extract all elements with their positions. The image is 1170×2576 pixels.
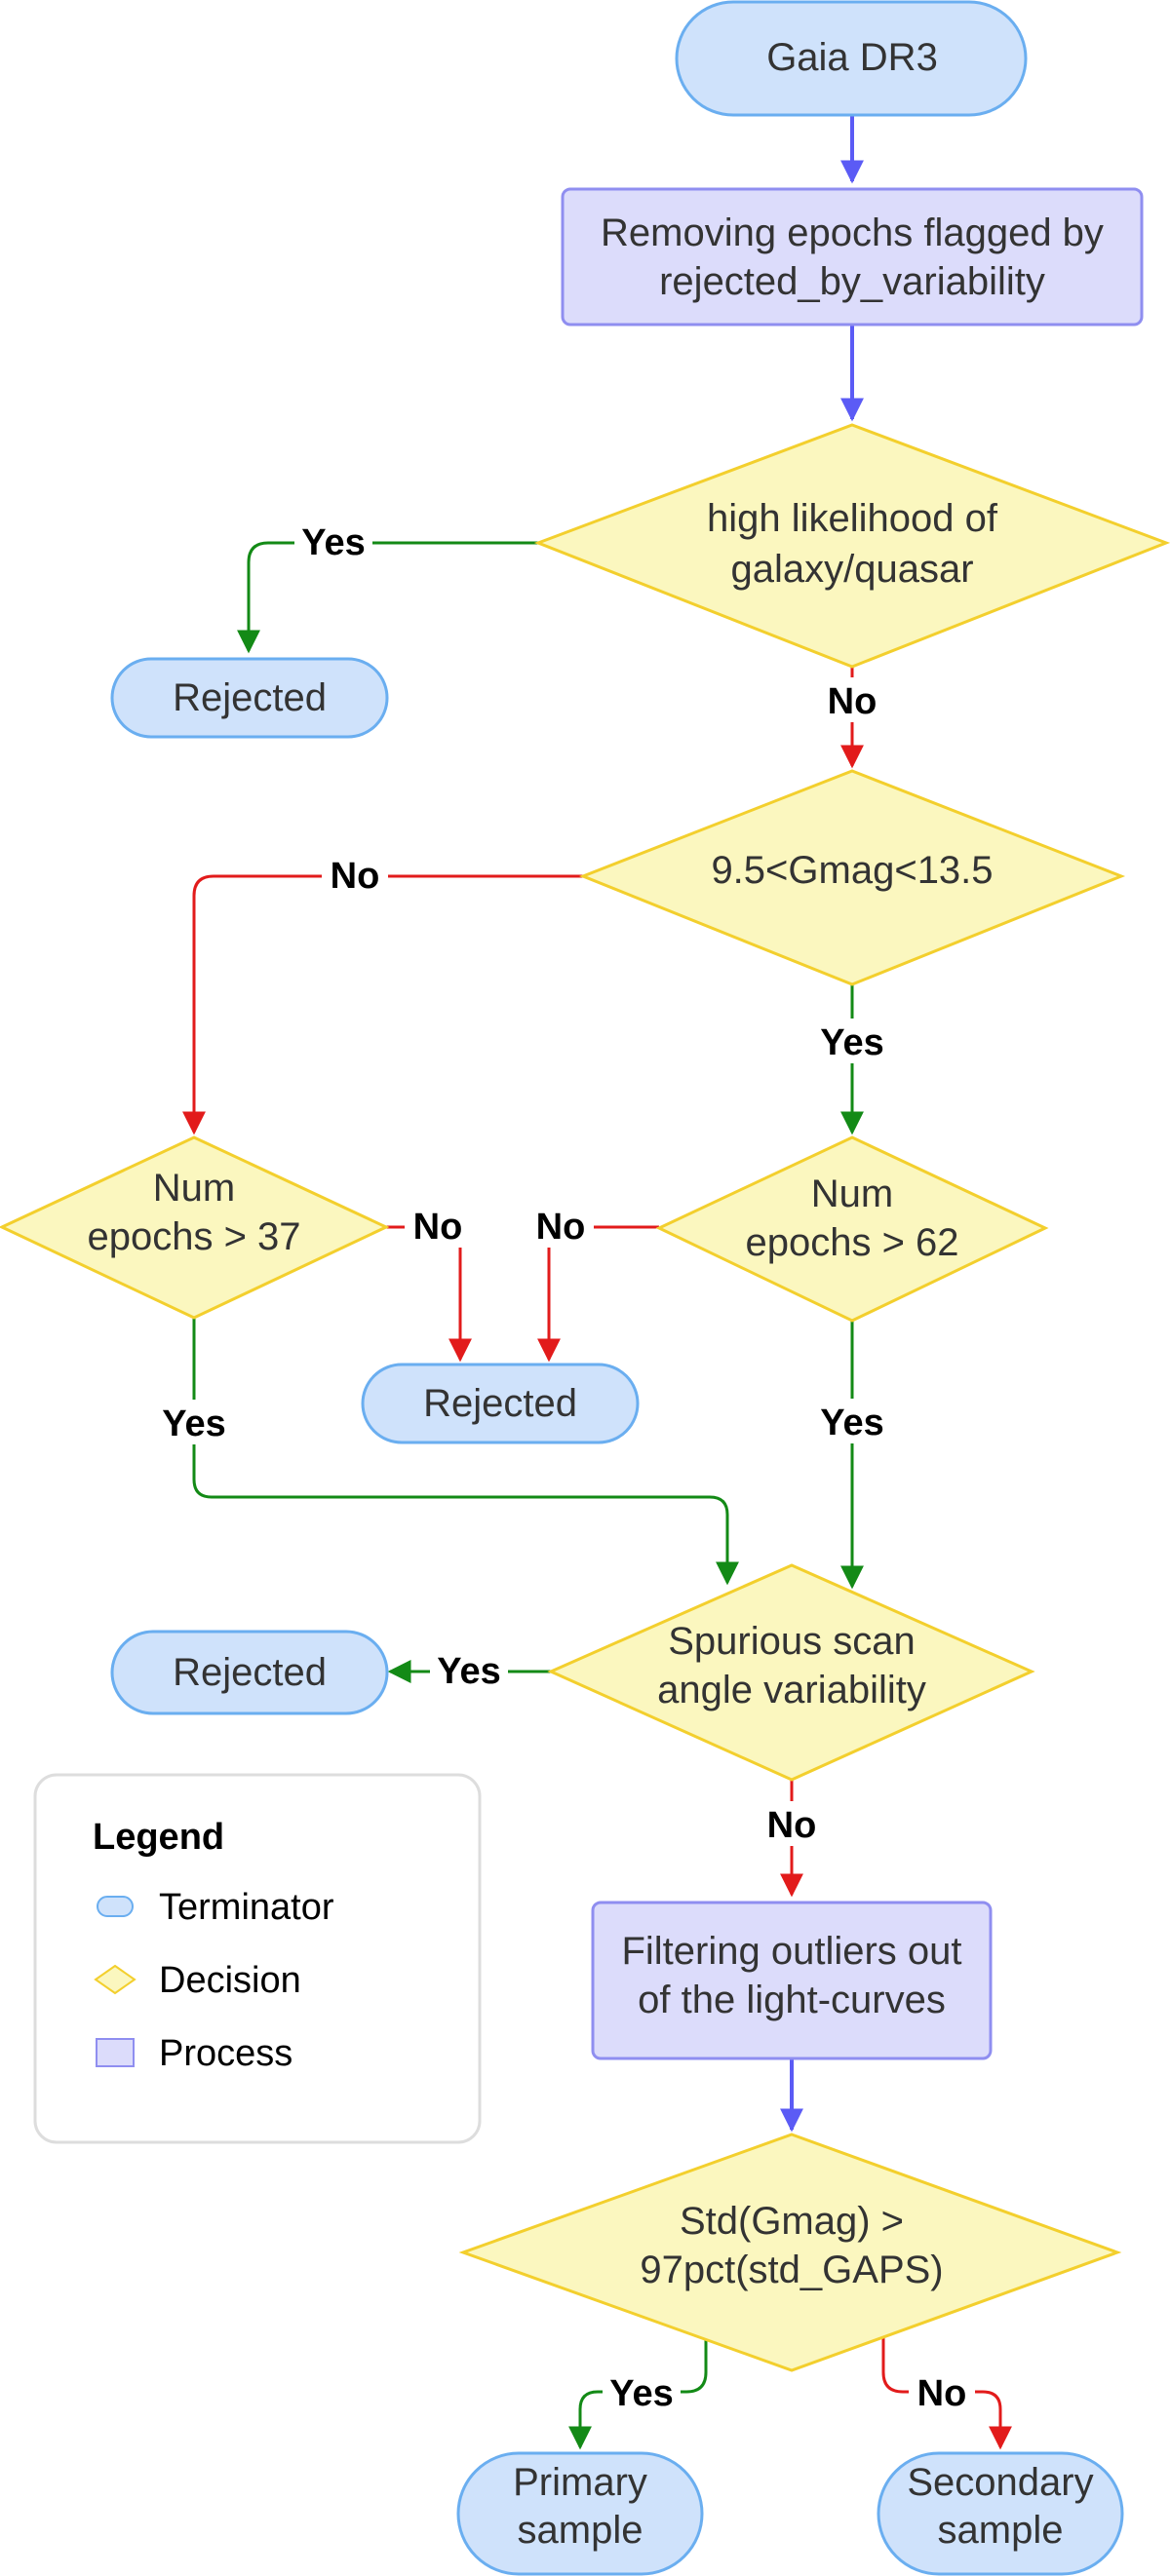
legend-box: [33, 1773, 482, 2144]
node-gaia-dr3-text: Gaia DR3: [766, 36, 938, 79]
node-gmag-decision: 9.5<Gmag<13.5: [578, 769, 1126, 986]
node-gmag-text: 9.5<Gmag<13.5: [711, 849, 993, 892]
edge-label-gmag-no: No: [331, 856, 380, 897]
node-secondary-line1: Secondary: [907, 2461, 1093, 2504]
node-epochs37-line2: epochs > 37: [87, 1215, 300, 1258]
legend-item-process: Process: [96, 2033, 292, 2074]
node-galaxy-quasar-decision: high likelihood of galaxy/quasar: [533, 423, 1170, 669]
edge-label-epochs37-yes: Yes: [162, 1403, 226, 1444]
node-rejected-1: Rejected: [110, 657, 389, 739]
legend: Legend Terminator Decision Process: [33, 1773, 482, 2144]
node-std-line1: Std(Gmag) >: [680, 2200, 904, 2243]
node-std-decision: Std(Gmag) > 97pct(std_GAPS): [458, 2133, 1122, 2372]
node-spurious-line2: angle variability: [657, 1669, 926, 1711]
node-remove-epochs-line1: Removing epochs flagged by: [601, 211, 1104, 254]
edge-label-galaxy-yes: Yes: [301, 522, 366, 563]
node-filtering-line2: of the light-curves: [638, 1979, 946, 2021]
edge-label-galaxy-no: No: [828, 681, 878, 722]
edge-label-gmag-yes: Yes: [820, 1022, 884, 1063]
node-std-line2: 97pct(std_GAPS): [640, 2249, 943, 2291]
edge-label-spurious-yes: Yes: [437, 1651, 501, 1692]
legend-decision-swatch: [94, 1964, 136, 1995]
legend-item-terminator: Terminator: [97, 1887, 334, 1928]
legend-process-swatch: [96, 2038, 135, 2067]
node-remove-epochs-line2: rejected_by_variability: [659, 260, 1045, 303]
node-primary-line2: sample: [518, 2509, 644, 2552]
edge-label-spurious-no: No: [767, 1805, 817, 1846]
legend-process-label: Process: [159, 2033, 292, 2074]
node-epochs62-decision: Num epochs > 62: [655, 1135, 1049, 1323]
edge-label-std-no: No: [917, 2373, 967, 2414]
legend-terminator-swatch: [97, 1896, 134, 1917]
node-rejected-3-text: Rejected: [173, 1651, 327, 1694]
node-epochs62-line1: Num: [811, 1173, 893, 1215]
node-epochs37-line1: Num: [153, 1167, 235, 1210]
node-rejected-2: Rejected: [361, 1363, 640, 1444]
node-rejected-1-text: Rejected: [173, 676, 327, 719]
node-remove-epochs: Removing epochs flagged by rejected_by_v…: [561, 187, 1144, 327]
edge-gmag-no-to-epochs37: [182, 874, 583, 1135]
node-filtering-line1: Filtering outliers out: [621, 1930, 961, 1973]
edge-epochs37-yes-to-spurious: [192, 1318, 739, 1586]
node-epochs37-decision: Num epochs > 37: [0, 1135, 390, 1320]
edge-label-epochs62-yes: Yes: [820, 1403, 884, 1443]
legend-item-decision: Decision: [94, 1960, 301, 2001]
edge-galaxy-yes-to-rejected: [237, 541, 538, 654]
node-galaxy-quasar-line2: galaxy/quasar: [730, 548, 973, 591]
node-filtering: Filtering outliers out of the light-curv…: [591, 1901, 993, 2060]
node-spurious-decision: Spurious scan angle variability: [547, 1563, 1035, 1782]
legend-title: Legend: [93, 1817, 224, 1858]
edge-label-epochs62-no: No: [536, 1207, 586, 1248]
node-galaxy-quasar-line1: high likelihood of: [707, 497, 998, 540]
node-rejected-2-text: Rejected: [423, 1382, 577, 1425]
edge-label-epochs37-no: No: [413, 1207, 463, 1248]
node-epochs62-line2: epochs > 62: [745, 1221, 958, 1264]
node-gaia-dr3: Gaia DR3: [675, 0, 1028, 117]
node-primary-line1: Primary: [513, 2461, 647, 2504]
node-rejected-3: Rejected: [110, 1630, 389, 1715]
legend-terminator-label: Terminator: [159, 1887, 334, 1928]
edge-label-std-yes: Yes: [609, 2373, 674, 2414]
node-primary-sample: Primary sample: [456, 2451, 704, 2576]
node-secondary-sample: Secondary sample: [877, 2451, 1124, 2576]
legend-decision-label: Decision: [159, 1960, 301, 2001]
node-spurious-line1: Spurious scan: [668, 1620, 915, 1663]
node-secondary-line2: sample: [938, 2509, 1064, 2552]
